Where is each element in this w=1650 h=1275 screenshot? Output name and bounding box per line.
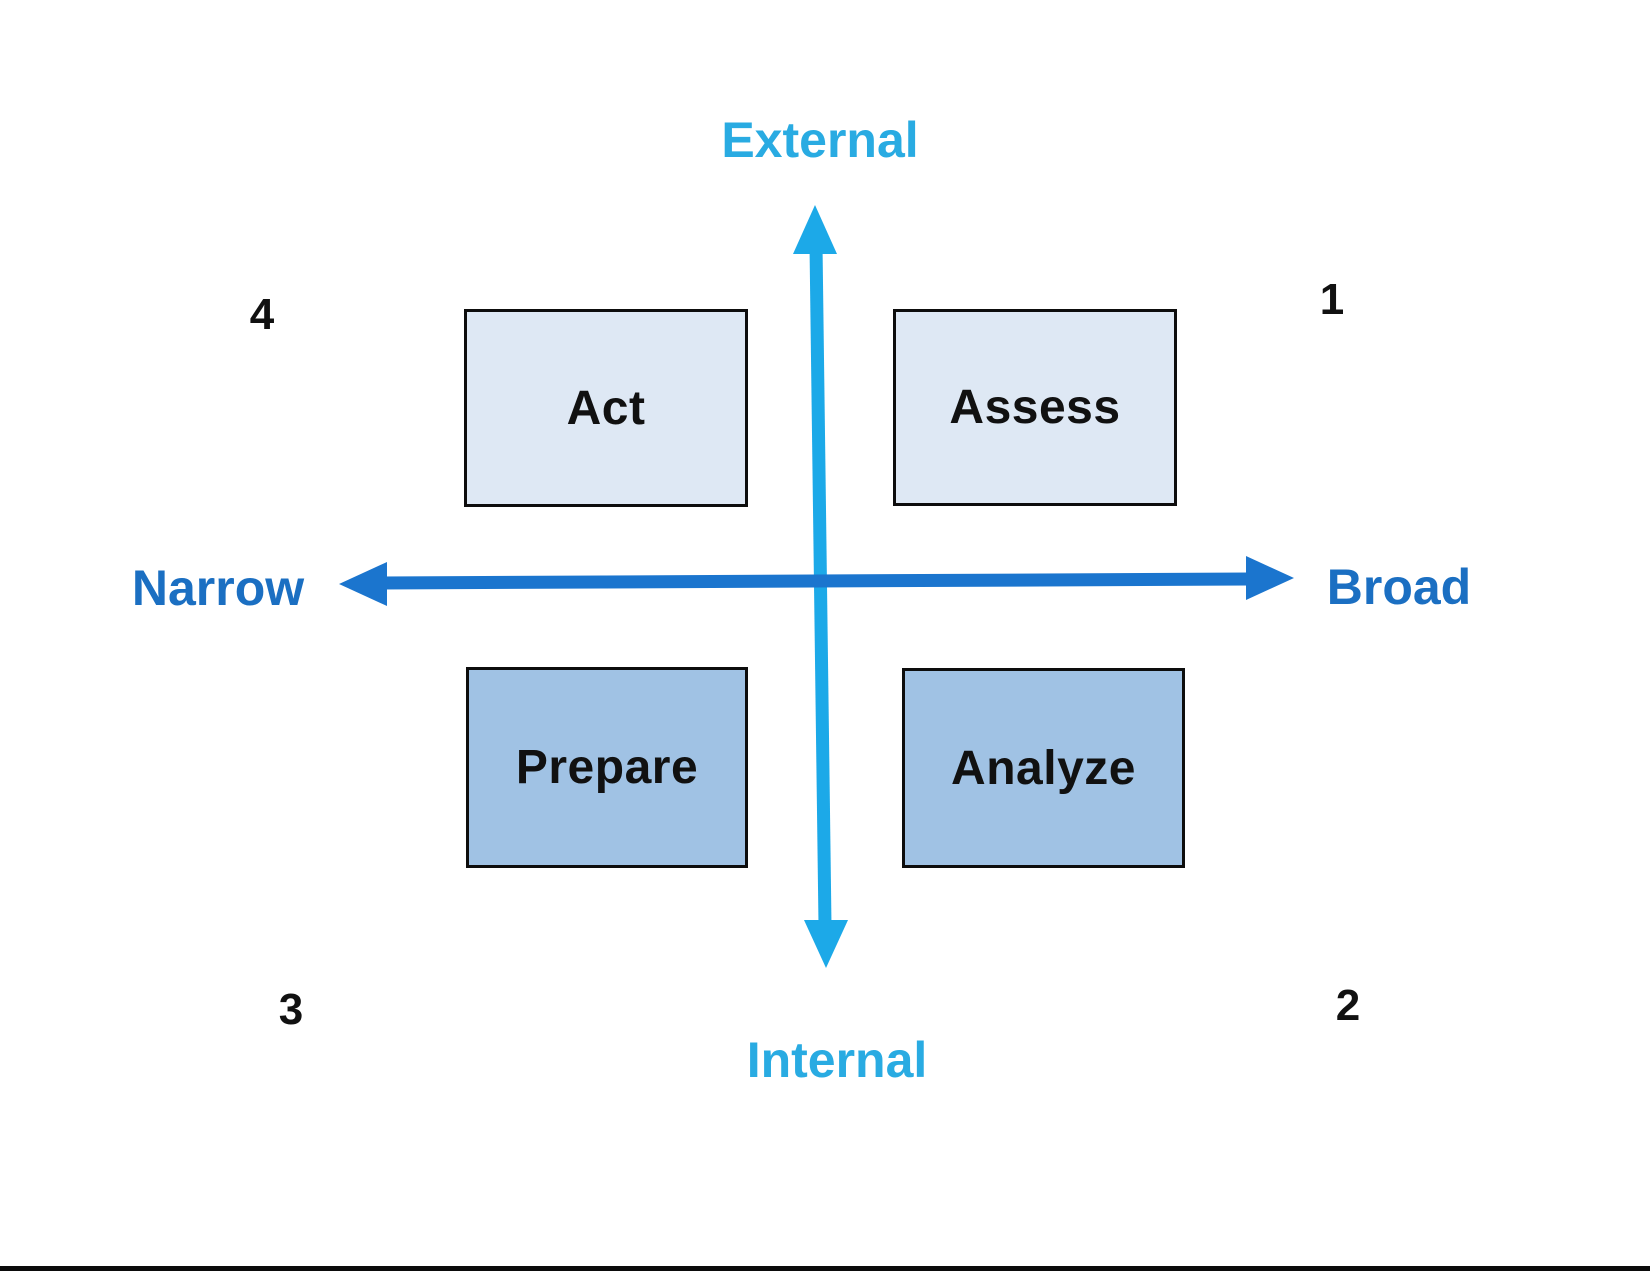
quadrant-label-analyze: Analyze [951,741,1136,795]
quadrant-box-assess: Assess [893,309,1177,506]
quadrant-number-4: 4 [249,290,275,339]
axis-label-external: External [721,112,919,168]
quadrant-label-assess: Assess [949,381,1121,434]
arrowhead-up-icon [793,205,837,254]
quadrant-box-analyze: Analyze [902,668,1185,868]
axis-label-narrow: Narrow [131,560,305,616]
quadrant-box-act: Act [464,309,748,507]
axis-label-broad: Broad [1326,559,1472,615]
axis-label-internal: Internal [746,1032,928,1088]
quadrant-number-1: 1 [1319,275,1345,324]
quadrant-label-prepare: Prepare [515,741,699,794]
quadrant-number-3: 3 [278,985,304,1034]
bottom-border-line [0,1266,1650,1271]
arrowhead-left-icon [339,562,387,606]
quadrant-label-act: Act [566,381,646,435]
quadrant-box-prepare: Prepare [466,667,748,868]
arrowhead-down-icon [804,920,848,968]
horizontal-axis-arrow [339,556,1294,606]
quadrant-number-2: 2 [1335,981,1361,1030]
horizontal-axis-line [379,572,1251,590]
arrowhead-right-icon [1246,556,1294,600]
